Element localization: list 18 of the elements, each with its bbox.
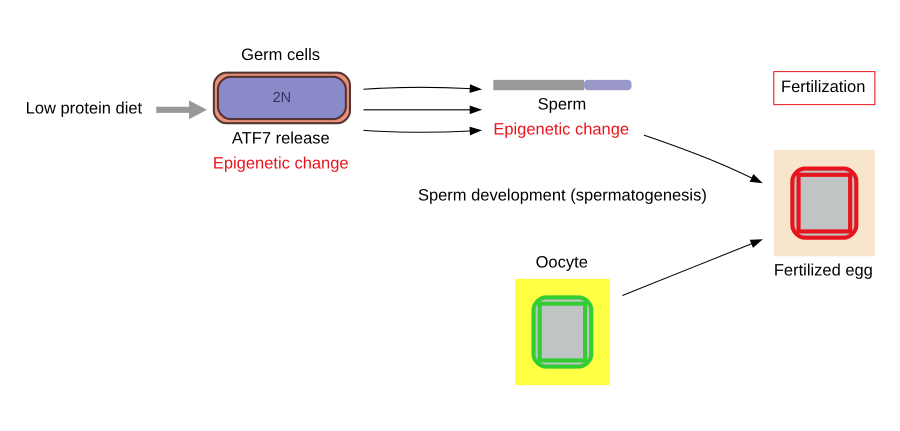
label: Sperm development (spermatogenesis) bbox=[418, 186, 707, 204]
arrow bbox=[622, 239, 763, 296]
node-label: Fertilized egg bbox=[774, 262, 873, 280]
node-label: Oocyte bbox=[536, 253, 588, 272]
node-label: ATF7 release bbox=[232, 130, 330, 148]
node-box bbox=[774, 150, 875, 256]
node-label: Epigenetic change bbox=[493, 120, 630, 138]
arrow bbox=[363, 84, 482, 93]
node-label: Epigenetic change bbox=[212, 154, 349, 172]
node-label: Germ cells bbox=[241, 46, 320, 64]
node-box: Fertilization bbox=[773, 71, 876, 106]
node-text: Low protein diet bbox=[26, 100, 142, 118]
arrow bbox=[363, 105, 482, 114]
arrow bbox=[644, 134, 763, 184]
arrow bbox=[363, 126, 482, 136]
node-label: Sperm bbox=[538, 96, 586, 114]
arrow bbox=[156, 100, 207, 120]
node-box bbox=[514, 278, 610, 386]
